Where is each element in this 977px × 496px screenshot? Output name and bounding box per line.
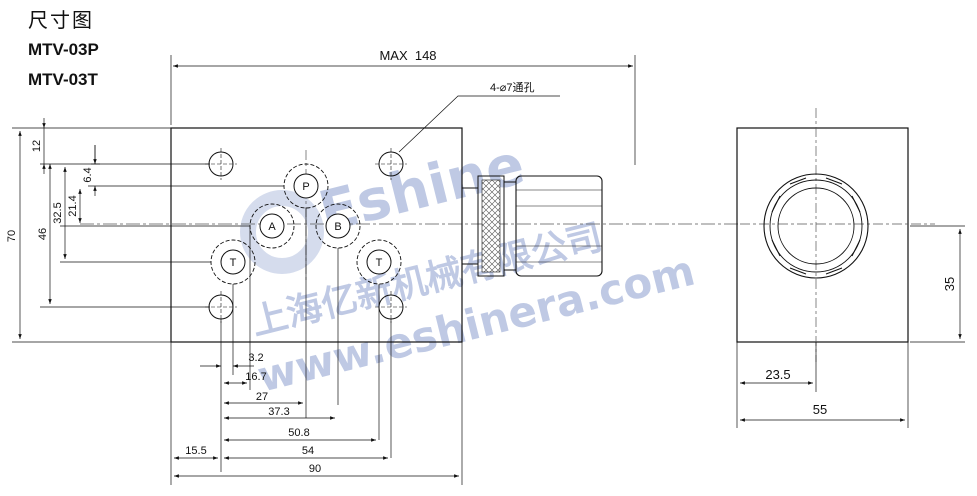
port-label-a: A xyxy=(268,221,276,233)
dim-23-5: 23.5 xyxy=(765,367,790,382)
dim-46: 46 xyxy=(37,228,49,240)
port-b xyxy=(315,203,361,249)
dim-70: 70 xyxy=(6,230,18,242)
adjuster-knob xyxy=(461,175,603,277)
dim-32-5: 32.5 xyxy=(52,202,64,223)
port-label-p: P xyxy=(302,181,309,193)
front-view-dimension-text: MAX 148 4-⌀7通孔 12 6.4 21.4 32.5 46 70 3.… xyxy=(6,48,535,475)
dim-37-3: 37.3 xyxy=(268,406,289,418)
dim-max-148: MAX 148 xyxy=(379,48,436,63)
port-t-right xyxy=(356,239,402,285)
model-label-p: MTV-03P xyxy=(28,40,99,59)
dim-21-4: 21.4 xyxy=(67,195,79,216)
port-label-b: B xyxy=(334,221,341,233)
dim-16-7: 16.7 xyxy=(245,371,266,383)
side-view-dimension-text: 35 23.5 55 xyxy=(765,277,957,417)
side-knob xyxy=(763,173,869,279)
dim-55: 55 xyxy=(813,402,827,417)
front-view xyxy=(80,127,740,343)
front-view-dimensions xyxy=(12,55,636,485)
dim-35: 35 xyxy=(942,277,957,291)
front-view-port-labels: P A B T T xyxy=(230,181,383,269)
hole-note: 4-⌀7通孔 xyxy=(490,81,535,94)
side-body-outline xyxy=(736,127,909,343)
dim-3-2: 3.2 xyxy=(248,352,263,364)
leader-hole-note xyxy=(398,95,560,153)
mounting-hole-top-right xyxy=(375,148,407,180)
dim-6-4: 6.4 xyxy=(82,167,94,182)
port-label-t-left: T xyxy=(230,257,237,269)
dim-54: 54 xyxy=(302,445,314,457)
dim-90: 90 xyxy=(309,463,321,475)
section-title: 尺寸图 xyxy=(28,8,94,32)
dim-27: 27 xyxy=(256,391,268,403)
dim-12: 12 xyxy=(31,140,43,152)
model-label-t: MTV-03T xyxy=(28,70,98,89)
side-view-dimensions xyxy=(736,225,965,428)
port-label-t-right: T xyxy=(376,257,383,269)
watermark-logo-ring xyxy=(240,190,324,274)
dim-50-8: 50.8 xyxy=(288,427,309,439)
side-view xyxy=(736,108,935,362)
watermark: Eshine 上海亿新机械有限公司 www.eshinera.com xyxy=(240,132,699,402)
dim-15-5: 15.5 xyxy=(185,445,206,457)
port-t-left xyxy=(210,239,256,285)
